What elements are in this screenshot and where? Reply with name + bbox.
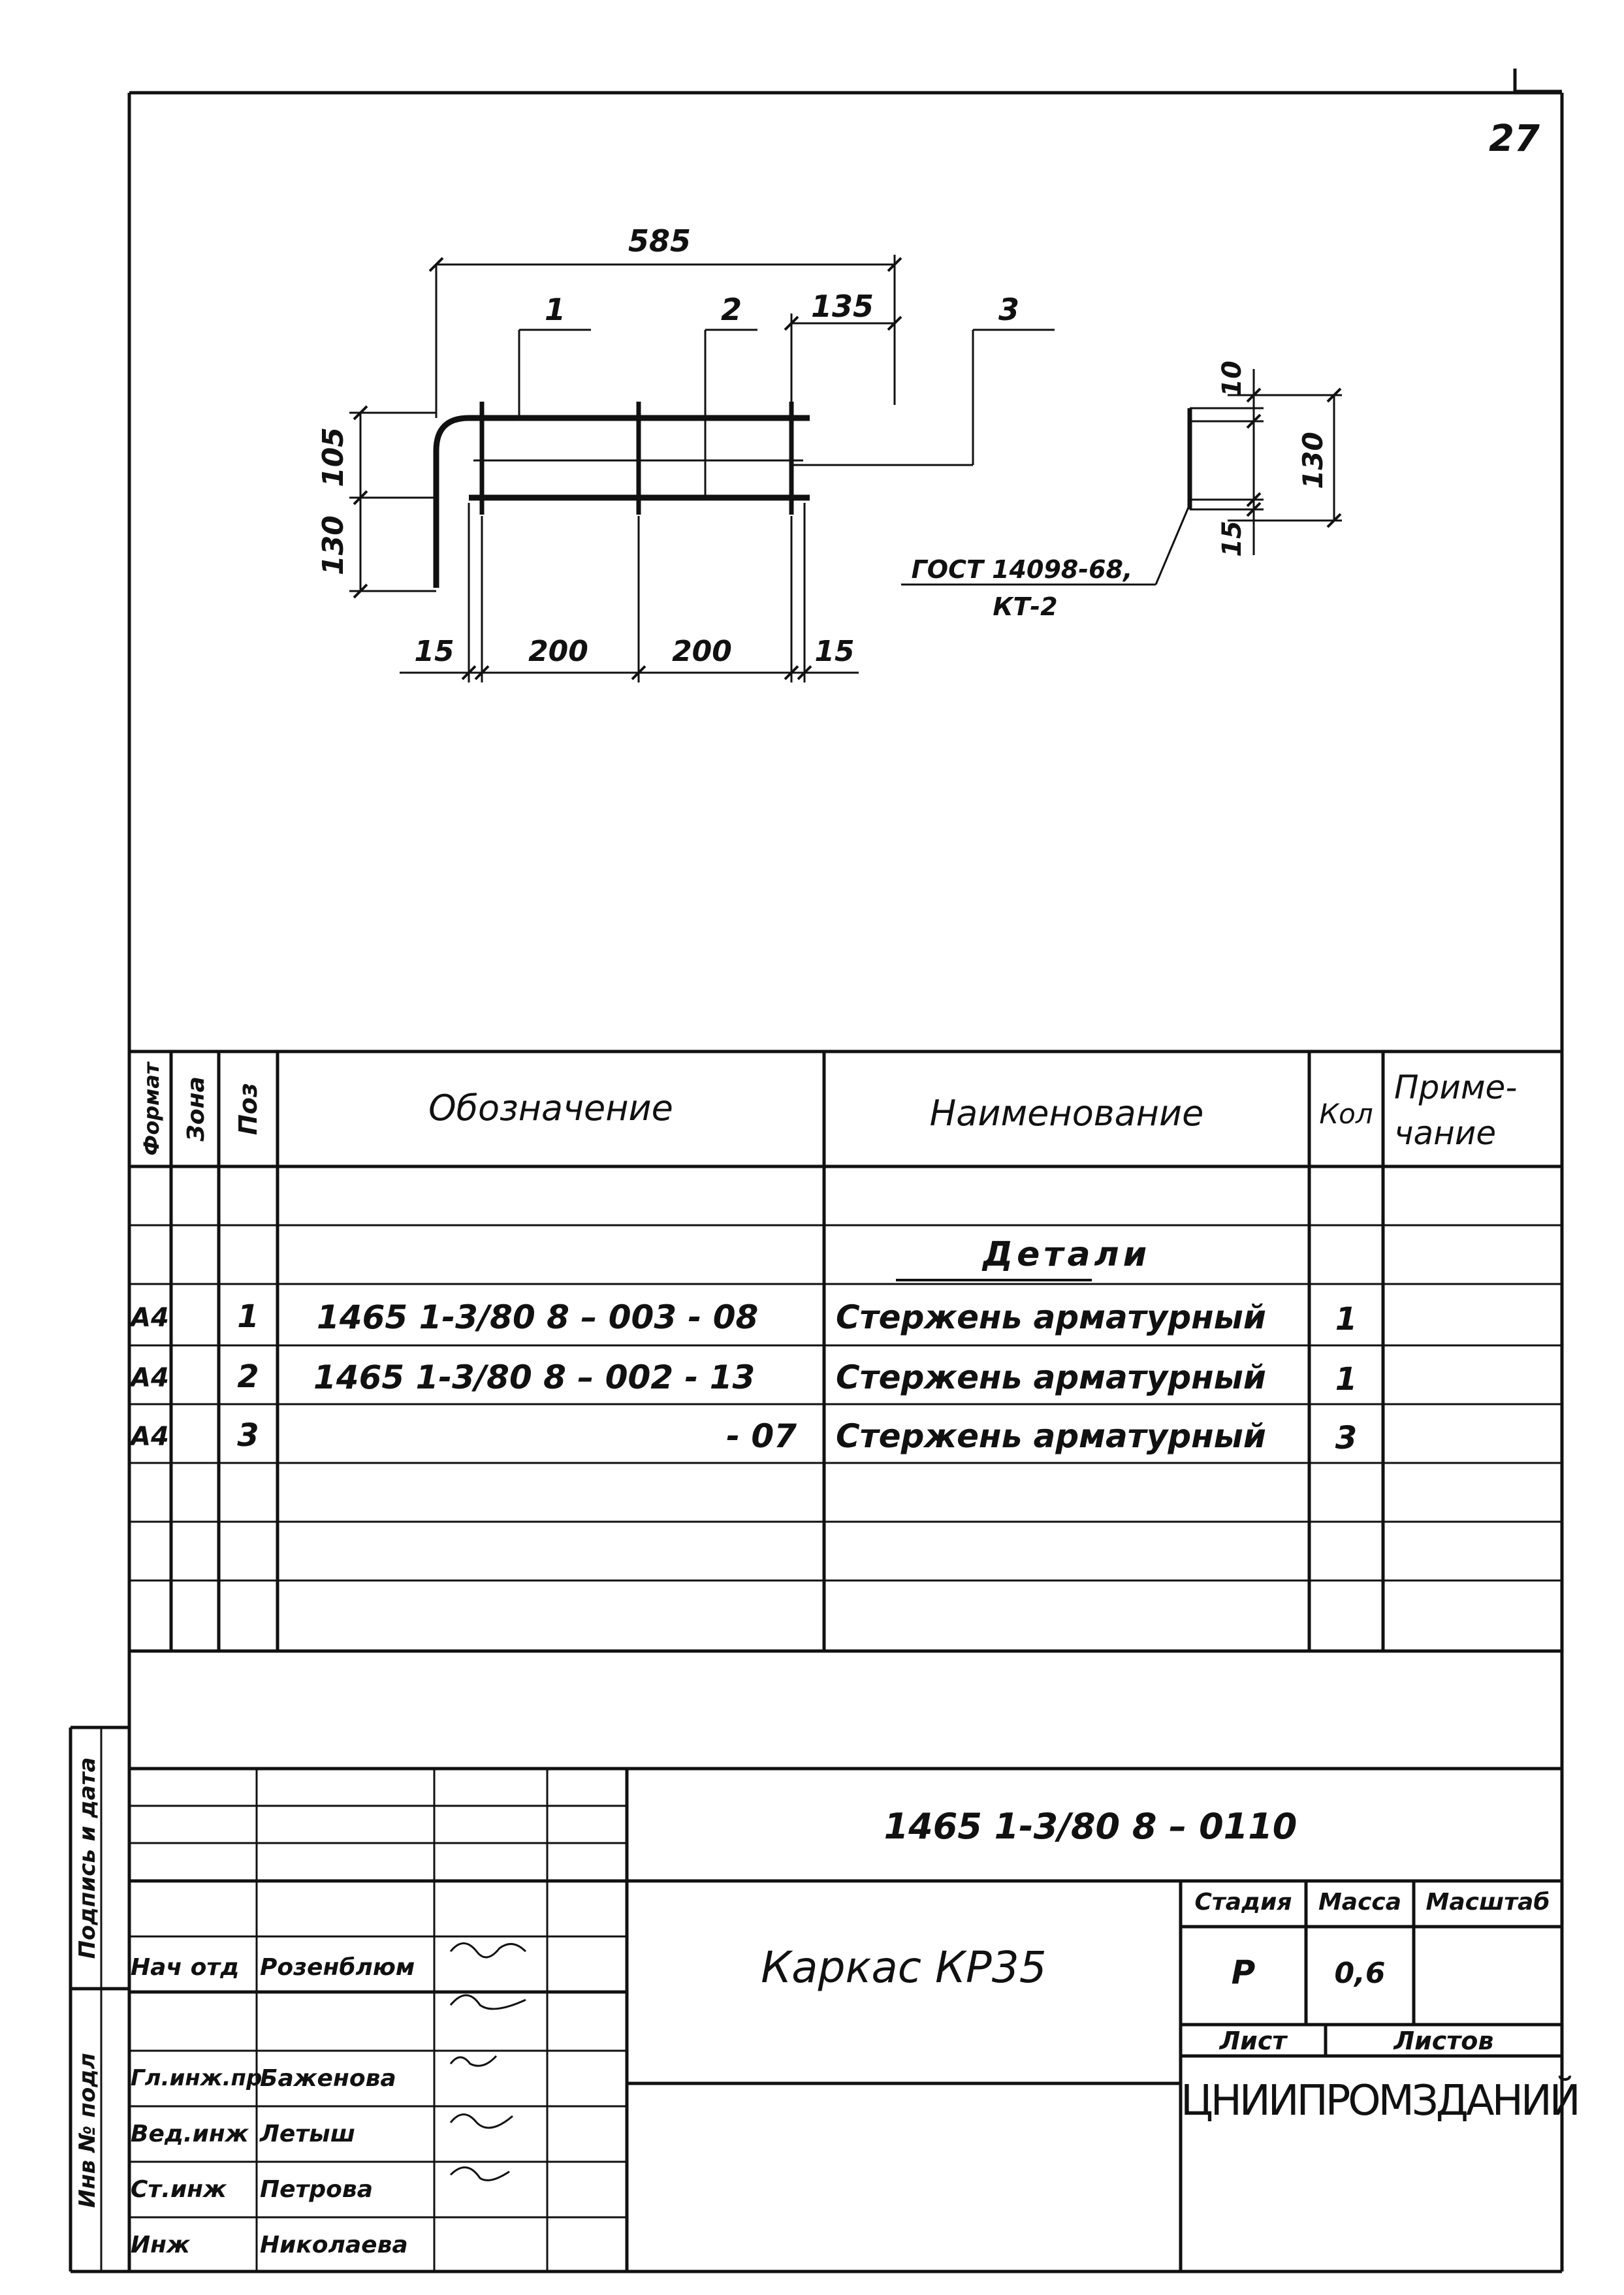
signer-role: Вед.инж xyxy=(131,2121,249,2147)
dim-105: 105 xyxy=(317,427,350,487)
row-pos: 3 xyxy=(237,1417,259,1454)
row-designation: 1465 1-3/80 8 – 003 - 08 xyxy=(317,1298,759,1336)
row-format: А4 xyxy=(131,1422,169,1452)
header-qty: Кол xyxy=(1319,1098,1373,1130)
organization: ЦНИИПРОМЗДАНИЙ xyxy=(1181,2077,1581,2125)
row-qty: 1 xyxy=(1335,1301,1358,1338)
row-format: А4 xyxy=(131,1363,169,1393)
signer-name: Летыш xyxy=(260,2121,355,2147)
dim-15-detail: 15 xyxy=(1217,521,1247,557)
dim-15-left: 15 xyxy=(414,635,454,668)
dim-10: 10 xyxy=(1217,361,1247,397)
row-pos: 1 xyxy=(237,1298,259,1335)
scale-label: Масштаб xyxy=(1425,1889,1550,1916)
row-name: Стержень арматурный xyxy=(836,1298,1266,1336)
row-name: Стержень арматурный xyxy=(836,1417,1266,1455)
callout-1: 1 xyxy=(545,292,565,327)
callout-2: 2 xyxy=(721,292,742,327)
dim-130-right: 130 xyxy=(1297,432,1329,489)
row-pos: 2 xyxy=(237,1358,259,1395)
signer-name: Петрова xyxy=(260,2176,373,2203)
sheets-label: Листов xyxy=(1393,2027,1494,2055)
dim-585: 585 xyxy=(628,223,691,259)
header-format: Формат xyxy=(139,1061,164,1155)
row-designation: 1465 1-3/80 8 – 002 - 13 xyxy=(313,1358,756,1396)
header-note-line2: чание xyxy=(1394,1114,1497,1152)
signer-role: Гл.инж.пр xyxy=(131,2065,263,2091)
stage-label: Стадия xyxy=(1194,1889,1292,1916)
sheet-label: Лист xyxy=(1219,2027,1287,2055)
dim-135: 135 xyxy=(811,289,874,324)
row-name: Стержень арматурный xyxy=(836,1358,1266,1396)
section-title: Детали xyxy=(982,1235,1151,1274)
signer-role: Нач отд xyxy=(131,1954,240,1981)
dim-200-b: 200 xyxy=(672,635,732,668)
dim-200-a: 200 xyxy=(528,635,588,668)
row-format: А4 xyxy=(131,1303,169,1333)
header-name: Наименование xyxy=(929,1093,1204,1134)
header-zone: Зона xyxy=(183,1076,210,1142)
page-number: 27 xyxy=(1489,118,1540,160)
signer-role: Инж xyxy=(131,2232,190,2258)
mass-value: 0,6 xyxy=(1334,1957,1386,1990)
header-pos: Поз xyxy=(234,1083,263,1135)
signer-name: Розенблюм xyxy=(260,1954,415,1981)
signer-name: Николаева xyxy=(260,2232,408,2258)
row-qty: 3 xyxy=(1335,1420,1358,1456)
document-code: 1465 1-3/80 8 – 0110 xyxy=(884,1806,1298,1847)
header-note-line1: Приме- xyxy=(1394,1068,1518,1106)
weld-note-line2: КТ-2 xyxy=(993,592,1057,621)
signer-role: Ст.инж xyxy=(131,2176,227,2203)
callout-3: 3 xyxy=(998,292,1019,327)
product-name: Каркас КР35 xyxy=(761,1942,1047,1993)
stage-value: Р xyxy=(1231,1953,1256,1991)
mass-label: Масса xyxy=(1318,1889,1402,1916)
signer-name: Баженова xyxy=(260,2065,396,2092)
dim-15-right: 15 xyxy=(814,635,854,668)
side-stamp-signature-date: Подпись и дата xyxy=(74,1757,101,1959)
row-designation: - 07 xyxy=(726,1417,797,1455)
weld-note-line1: ГОСТ 14098-68, xyxy=(912,555,1133,584)
side-stamp-inv-no: Инв № подл xyxy=(74,2053,101,2207)
dim-130-left: 130 xyxy=(317,515,350,575)
header-designation: Обозначение xyxy=(428,1087,673,1129)
row-qty: 1 xyxy=(1335,1361,1358,1398)
